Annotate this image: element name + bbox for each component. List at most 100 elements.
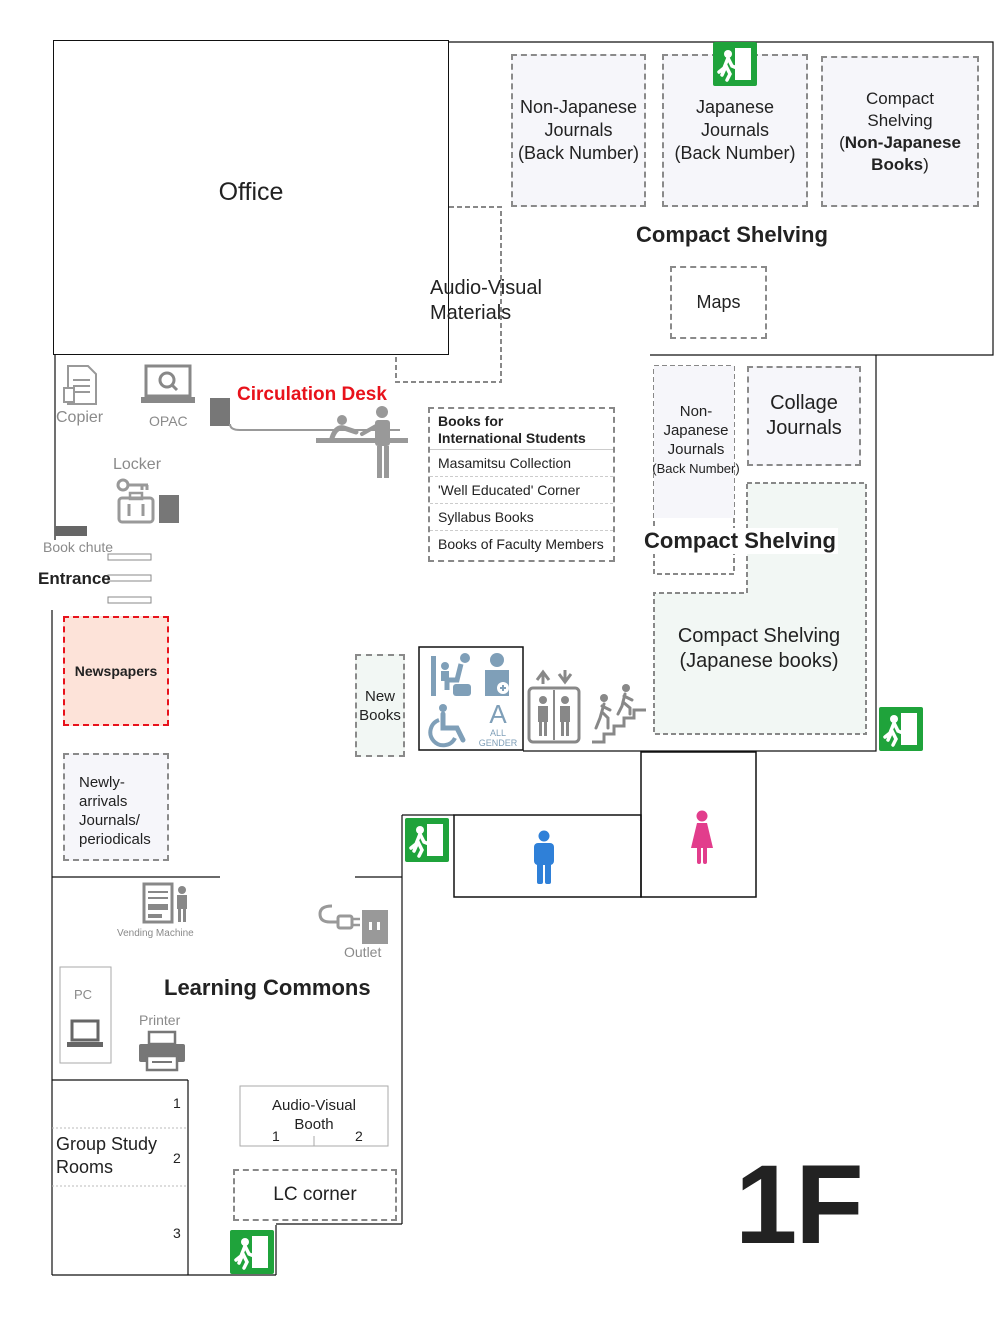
shelf-collage-journals: Collage Journals [747, 366, 861, 466]
shelf-list-item: Books of Faculty Members [438, 536, 604, 552]
shelf-maps: Maps [670, 266, 767, 339]
floor-label: 1F [735, 1142, 864, 1267]
locker-icon [116, 478, 155, 524]
pc-icon [67, 1019, 103, 1047]
elevator-icon [527, 669, 581, 744]
outlet-label: Outlet [344, 944, 382, 960]
shelf-new-books: New Books [355, 654, 405, 757]
all-gender-text: GENDER [478, 738, 518, 748]
pc-label: PC [74, 987, 93, 1002]
restroom-multipurpose-icon [428, 653, 509, 748]
locker-label: Locker [113, 456, 162, 473]
label-line: Journals [700, 120, 770, 140]
label-line: Collage [770, 392, 838, 414]
label-line: (Japanese books) [679, 650, 839, 672]
label-line: (Non-Japanese [839, 132, 961, 154]
label-line: Books) [871, 154, 929, 176]
emergency-exit-icon [230, 1230, 274, 1274]
label-line: Audio-Visual [272, 1097, 356, 1114]
label-line: Rooms [56, 1157, 114, 1177]
office-room: Office [53, 40, 449, 355]
label-line: (Back Number) [674, 143, 796, 163]
label-line: New [364, 687, 395, 705]
learning-commons-label: Learning Commons [164, 975, 371, 1000]
paren: ) [923, 154, 929, 174]
shelf-newspapers: Newspapers [63, 616, 169, 726]
shelf-list-item: Masamitsu Collection [430, 450, 613, 477]
emergency-exit-icon [405, 818, 449, 862]
header-line: International Students [438, 430, 586, 446]
shelf-non-japanese-journals: Non-Japanese Journals (Back Number) [511, 54, 646, 207]
shelf-list-item: 'Well Educated' Corner [430, 477, 613, 504]
entrance-label: Entrance [38, 569, 111, 588]
label-line: Japanese [663, 422, 729, 439]
male-icon [534, 830, 554, 884]
shelf-list-item: Syllabus Books [430, 504, 613, 531]
shelf-compact-non-japanese-books: Compact Shelving (Non-Japanese Books) [821, 56, 979, 207]
label-line: Audio-Visual [430, 277, 542, 299]
label-line: periodicals [79, 831, 151, 848]
opac-label: OPAC [149, 413, 188, 429]
label-line: Non- [679, 403, 713, 420]
label-line: Newly- [79, 774, 125, 791]
label-line: Shelving [867, 110, 933, 130]
label-line: Books [359, 706, 401, 724]
shelf-list-books: Books for International Students Masamit… [428, 407, 615, 562]
label-line: Compact [865, 88, 935, 108]
label-line: Journals/ [79, 812, 140, 829]
label-line: Journals [544, 120, 613, 140]
av-booth-label: Audio-Visual Booth [240, 1096, 388, 1134]
lc-corner: LC corner [233, 1169, 397, 1221]
emergency-exit-icon [879, 707, 923, 751]
group-room-number: 1 [173, 1095, 181, 1111]
shelf-japanese-journals: Japanese Journals (Back Number) [662, 54, 808, 207]
av-booth-number: 1 [272, 1128, 280, 1144]
label-line: Japanese [695, 97, 775, 117]
vending-machine-label: Vending Machine [117, 928, 194, 939]
shelf-list-header: Books for International Students [430, 409, 613, 450]
group-room-number: 3 [173, 1225, 181, 1241]
label-line: arrivals [79, 793, 128, 810]
stairs-icon [592, 684, 646, 744]
outlet-icon [318, 904, 388, 944]
label-line: Journals [766, 417, 842, 439]
vending-machine-icon [142, 882, 187, 924]
label-line: (Back Number) [652, 461, 740, 476]
book-chute-label: Book chute [43, 539, 114, 555]
compact-shelving-mid-label: Compact Shelving [642, 528, 838, 554]
circulation-desk-label: Circulation Desk [237, 384, 387, 405]
shelf-newly-arrivals: Newly- arrivals Journals/ periodicals [63, 753, 169, 861]
emergency-exit-icon [713, 42, 757, 86]
label-line: (Back Number) [517, 143, 640, 163]
female-icon [691, 810, 713, 864]
compact-japanese-label: Compact Shelving (Japanese books) [656, 624, 862, 674]
label-line: Booth [294, 1116, 334, 1133]
label-line: Materials [430, 302, 512, 324]
label-line: Non-Japanese [519, 97, 638, 117]
printer-label: Printer [139, 1012, 181, 1028]
bold-text: Non-Japanese [844, 132, 961, 152]
copier-label: Copier [56, 409, 104, 426]
newspapers-label: Newspapers [74, 663, 158, 679]
av-booth-number: 2 [355, 1128, 363, 1144]
audio-visual-label: Audio-Visual Materials [430, 276, 542, 326]
opac-icon [141, 364, 195, 403]
office-label: Office [218, 178, 284, 206]
printer-icon [139, 1030, 185, 1072]
group-study-label: Group Study Rooms [56, 1133, 157, 1179]
header-line: Books for [438, 413, 504, 429]
all-gender-symbol: A ALL GENDER [476, 700, 520, 748]
group-room-number: 2 [173, 1150, 181, 1166]
bold-text: Books [871, 154, 924, 174]
desk-staff-icon [316, 406, 408, 478]
lc-corner-label: LC corner [273, 1184, 357, 1205]
label-line: Group Study [56, 1134, 158, 1154]
all-gender-letter: A [489, 699, 507, 729]
compact-shelving-top-label: Compact Shelving [636, 222, 828, 247]
maps-label: Maps [696, 292, 741, 312]
label-line: Journals [667, 441, 725, 458]
copier-icon [63, 365, 97, 405]
shelf-non-japanese-journals-2: Non- Japanese Journals (Back Number) [652, 400, 740, 480]
all-gender-text: ALL [489, 728, 506, 738]
label-line: Compact Shelving [677, 625, 841, 647]
